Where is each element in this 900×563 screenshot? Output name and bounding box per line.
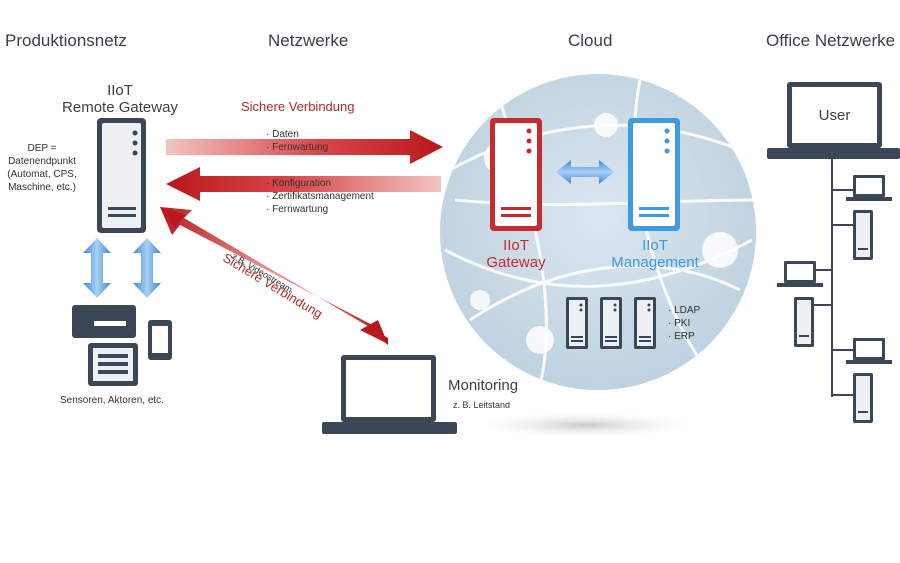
cloud-service-item: · LDAP bbox=[668, 305, 701, 316]
dep-note-line: Maschine, etc.) bbox=[8, 182, 76, 193]
arrow-in-item: · Konfiguration bbox=[266, 178, 332, 189]
heading-office: Office Netzwerke bbox=[766, 31, 896, 50]
cloud-management-server bbox=[628, 118, 680, 231]
dep-note-line: DEP = bbox=[27, 143, 57, 154]
monitoring-subtitle: z. B. Leitstand bbox=[453, 400, 511, 410]
cloud-management-label: IIoT Management bbox=[600, 237, 710, 271]
phone-icon bbox=[148, 320, 172, 360]
cloud-gateway-server bbox=[490, 118, 542, 231]
blue-arrow-cloud bbox=[556, 160, 614, 184]
device-unit-icon bbox=[88, 343, 138, 386]
cloud-service-item: · ERP bbox=[668, 331, 695, 342]
office-laptop-3-icon bbox=[846, 338, 892, 364]
arrow-out-items: · Daten · Fernwartung bbox=[266, 128, 328, 154]
arrow-diagonal-monitoring bbox=[160, 207, 388, 345]
office-user-laptop-icon bbox=[767, 82, 900, 159]
office-server-3-icon bbox=[853, 373, 873, 423]
office-server-2-icon bbox=[794, 297, 814, 347]
secure-connection-label: Sichere Verbindung bbox=[241, 99, 355, 114]
monitoring-title: Monitoring bbox=[448, 377, 519, 394]
remote-gateway-server bbox=[97, 118, 146, 233]
service-server-2-icon bbox=[600, 297, 622, 349]
blue-arrow-right bbox=[133, 238, 161, 298]
office-user-label: User bbox=[818, 107, 851, 124]
arrow-in-item: · Fernwartung bbox=[266, 204, 329, 215]
remote-gateway-title-line1: IIoT bbox=[107, 82, 133, 99]
remote-gateway-title: IIoT Remote Gateway bbox=[55, 82, 185, 116]
office-server-1-icon bbox=[853, 210, 873, 260]
office-network-tree bbox=[810, 159, 855, 397]
arrow-config-in bbox=[166, 167, 441, 201]
cloud-gateway-label-line2: Gateway bbox=[486, 254, 546, 271]
cloud-management-label-line2: Management bbox=[611, 254, 699, 271]
office-laptop-2-icon bbox=[777, 261, 823, 287]
dep-note-line: (Automat, CPS, bbox=[7, 169, 77, 180]
dep-note: DEP = Datenendpunkt (Automat, CPS, Masch… bbox=[2, 142, 82, 194]
arrow-data-out bbox=[166, 130, 443, 164]
cloud-management-label-line1: IIoT bbox=[642, 237, 668, 254]
heading-production: Produktionsnetz bbox=[5, 31, 127, 50]
heading-networks: Netzwerke bbox=[268, 31, 349, 50]
service-server-3-icon bbox=[634, 297, 656, 349]
dep-note-line: Datenendpunkt bbox=[8, 156, 76, 167]
cloud-services-list: · LDAP · PKI · ERP bbox=[668, 304, 700, 343]
arrow-out-item: · Daten bbox=[266, 129, 299, 140]
arrow-out-item: · Fernwartung bbox=[266, 142, 329, 153]
blue-arrow-left bbox=[83, 238, 111, 298]
sensors-label: Sensoren, Aktoren, etc. bbox=[60, 395, 164, 406]
monitoring-laptop-icon bbox=[322, 355, 457, 434]
remote-gateway-title-line2: Remote Gateway bbox=[62, 99, 178, 116]
cloud-gateway-label-line1: IIoT bbox=[503, 237, 529, 254]
device-box-icon bbox=[72, 305, 136, 338]
office-laptop-1-icon bbox=[846, 175, 892, 201]
heading-cloud: Cloud bbox=[568, 31, 613, 50]
cloud-service-item: · PKI bbox=[668, 318, 691, 329]
cloud-gateway-label: IIoT Gateway bbox=[476, 237, 556, 271]
arrow-in-items: · Konfiguration · Zertifikatsmanagement … bbox=[266, 177, 374, 216]
service-server-1-icon bbox=[566, 297, 588, 349]
arrow-in-item: · Zertifikatsmanagement bbox=[266, 191, 374, 202]
